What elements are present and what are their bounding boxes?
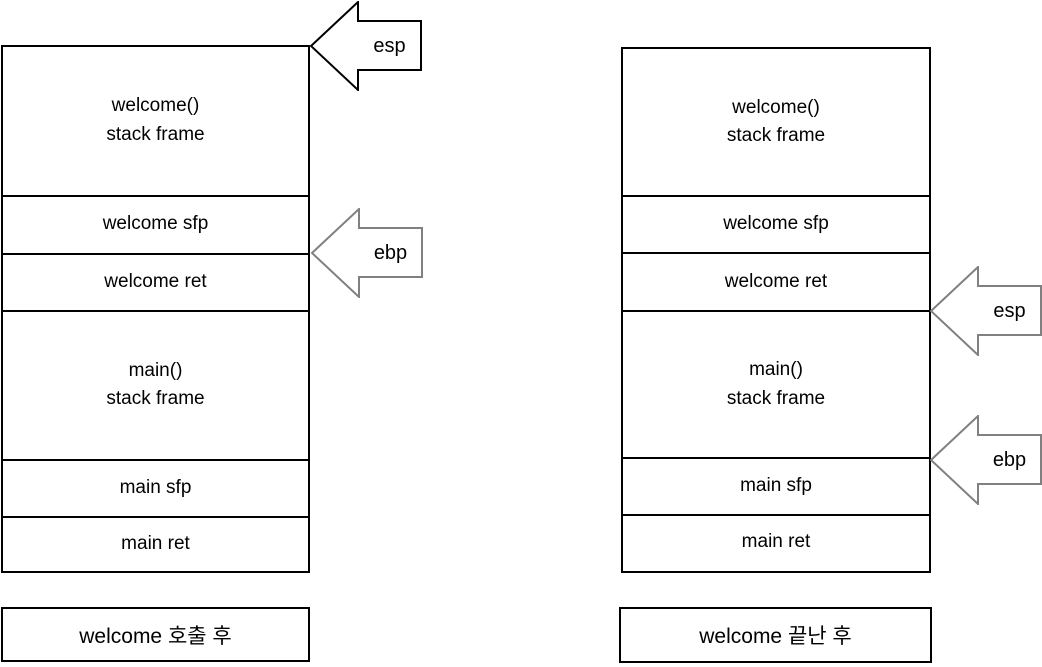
arrow-shape [311,208,423,298]
caption-right: welcome 끝난 후 [619,607,932,663]
esp-label: esp [373,34,406,57]
section-welcome-stack-frame: welcome() stack frame [623,49,929,197]
ebp-label: ebp [373,241,408,264]
arrow-shape [310,1,422,91]
ebp-pointer-left: ebp [311,208,424,298]
section-welcome-ret: welcome ret [623,254,929,312]
section-main-stack-frame: main() stack frame [623,312,929,459]
section-main-sfp: main sfp [3,461,308,519]
section-main-sfp: main sfp [623,459,929,516]
section-welcome-ret: welcome ret [3,255,308,312]
section-welcome-sfp: welcome sfp [3,197,308,255]
ebp-pointer-right: ebp [930,415,1042,505]
stack-left: welcome() stack frame welcome sfp welcom… [1,45,310,573]
esp-pointer-right: esp [930,266,1042,356]
ebp-label: ebp [992,448,1027,471]
section-welcome-sfp: welcome sfp [623,197,929,254]
caption-left: welcome 호출 후 [1,607,310,662]
arrow-shape [930,415,1042,505]
left-block-arrow-icon [311,208,423,298]
left-block-arrow-icon [310,1,422,91]
caption-right-label: welcome 끝난 후 [699,625,852,648]
esp-pointer-left: esp [310,1,423,91]
section-welcome-stack-frame: welcome() stack frame [3,47,308,197]
left-block-arrow-icon [930,266,1042,356]
left-block-arrow-icon [930,415,1042,505]
section-main-stack-frame: main() stack frame [3,312,308,462]
section-main-ret: main ret [741,531,811,553]
stack-right: welcome() stack frame welcome sfp welcom… [621,47,931,573]
arrow-shape [930,266,1042,356]
section-main-ret: main ret [121,533,190,555]
esp-label: esp [993,299,1026,322]
caption-left-label: welcome 호출 후 [79,624,232,648]
